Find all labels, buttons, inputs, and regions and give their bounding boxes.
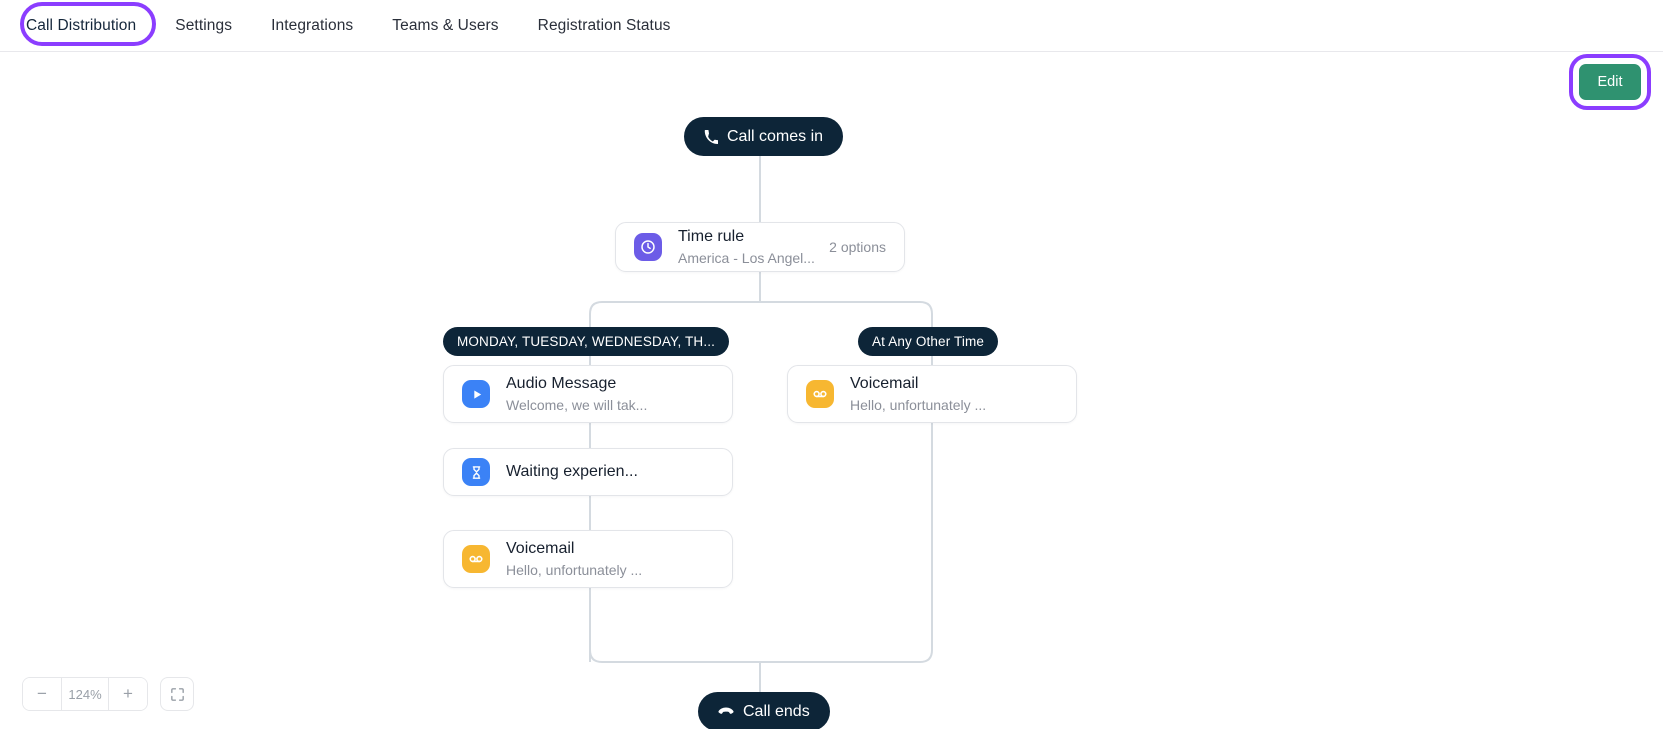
- voicemail-icon: [462, 545, 490, 573]
- node-options-count: 2 options: [829, 239, 886, 255]
- node-voicemail-right[interactable]: Voicemail Hello, unfortunately ...: [787, 365, 1077, 423]
- node-title: Waiting experien...: [506, 463, 638, 480]
- zoom-bar: − 124% +: [22, 677, 148, 711]
- node-text: Audio Message Welcome, we will tak...: [506, 374, 647, 415]
- hourglass-icon: [462, 458, 490, 486]
- clock-icon: [634, 233, 662, 261]
- node-subtitle: Hello, unfortunately ...: [850, 396, 987, 413]
- node-text: Waiting experien...: [506, 458, 638, 486]
- zoom-out-button[interactable]: −: [23, 678, 61, 710]
- node-voicemail-left[interactable]: Voicemail Hello, unfortunately ...: [443, 530, 733, 588]
- play-icon: [462, 380, 490, 408]
- node-text: Voicemail Hello, unfortunately ...: [506, 539, 642, 580]
- flow-canvas[interactable]: Call comes in Time rule America - Los An…: [0, 52, 1663, 729]
- tab-teams-users[interactable]: Teams & Users: [392, 16, 499, 34]
- tab-call-distribution[interactable]: Call Distribution: [26, 16, 137, 34]
- tab-registration-status[interactable]: Registration Status: [537, 16, 671, 34]
- node-text: Time rule America - Los Angel...: [678, 227, 815, 268]
- fit-screen-icon: [169, 686, 186, 703]
- node-title: Voicemail: [506, 539, 575, 557]
- branch-label-any-other-time[interactable]: At Any Other Time: [858, 327, 999, 356]
- edit-button[interactable]: Edit: [1579, 64, 1641, 100]
- node-label: Call ends: [743, 702, 810, 720]
- flow-diagram: Call comes in Time rule America - Los An…: [0, 52, 1663, 729]
- node-audio-message[interactable]: Audio Message Welcome, we will tak...: [443, 365, 733, 423]
- node-title: Audio Message: [506, 374, 617, 392]
- node-title: Voicemail: [850, 374, 919, 392]
- zoom-level-value: 124%: [61, 678, 109, 710]
- node-subtitle: Hello, unfortunately ...: [506, 561, 643, 578]
- node-label: Call comes in: [727, 127, 824, 145]
- voicemail-icon: [806, 380, 834, 408]
- node-text: Voicemail Hello, unfortunately ...: [850, 374, 986, 415]
- fit-to-screen-button[interactable]: [160, 677, 194, 711]
- top-tab-bar: Call Distribution Settings Integrations …: [0, 0, 1663, 52]
- tab-integrations[interactable]: Integrations: [271, 16, 354, 34]
- tab-settings[interactable]: Settings: [175, 16, 233, 34]
- phone-icon: [704, 129, 718, 144]
- node-call-ends[interactable]: Call ends: [698, 692, 830, 729]
- node-subtitle: America - Los Angel...: [678, 249, 815, 266]
- node-waiting-experience[interactable]: Waiting experien...: [443, 448, 733, 496]
- node-call-comes-in[interactable]: Call comes in: [684, 117, 844, 156]
- branch-label-weekdays[interactable]: MONDAY, TUESDAY, WEDNESDAY, TH...: [443, 327, 730, 356]
- node-title: Time rule: [678, 227, 745, 245]
- phone-hangup-icon: [718, 706, 734, 717]
- zoom-controls: − 124% +: [22, 677, 194, 711]
- node-time-rule[interactable]: Time rule America - Los Angel... 2 optio…: [615, 222, 905, 272]
- node-subtitle: Welcome, we will tak...: [506, 396, 648, 413]
- zoom-in-button[interactable]: +: [109, 678, 147, 710]
